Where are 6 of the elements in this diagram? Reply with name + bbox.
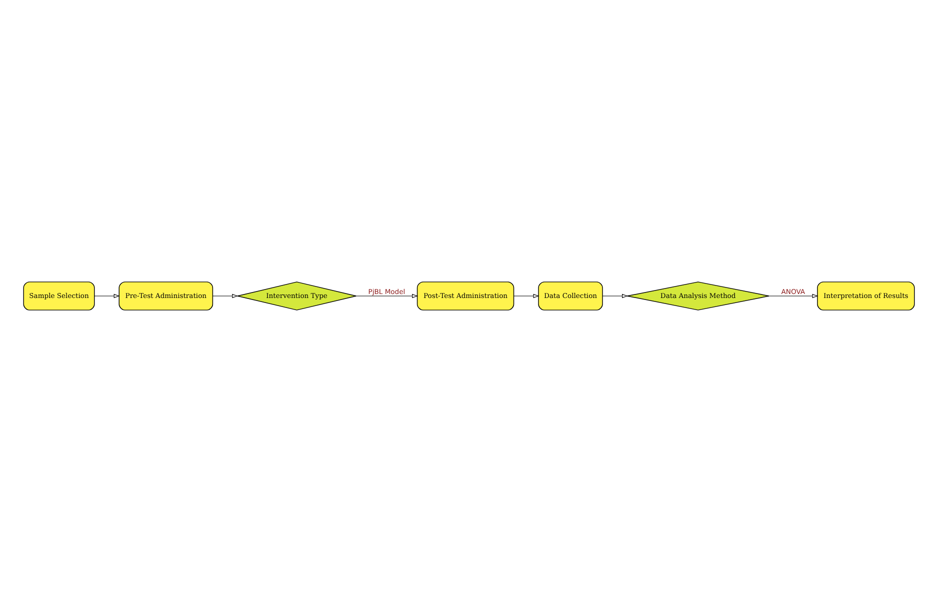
arrow	[356, 293, 418, 298]
arrow	[94, 293, 120, 298]
arrow	[602, 293, 628, 298]
arrow	[514, 293, 540, 298]
arrow	[768, 293, 818, 298]
arrow	[212, 293, 238, 298]
